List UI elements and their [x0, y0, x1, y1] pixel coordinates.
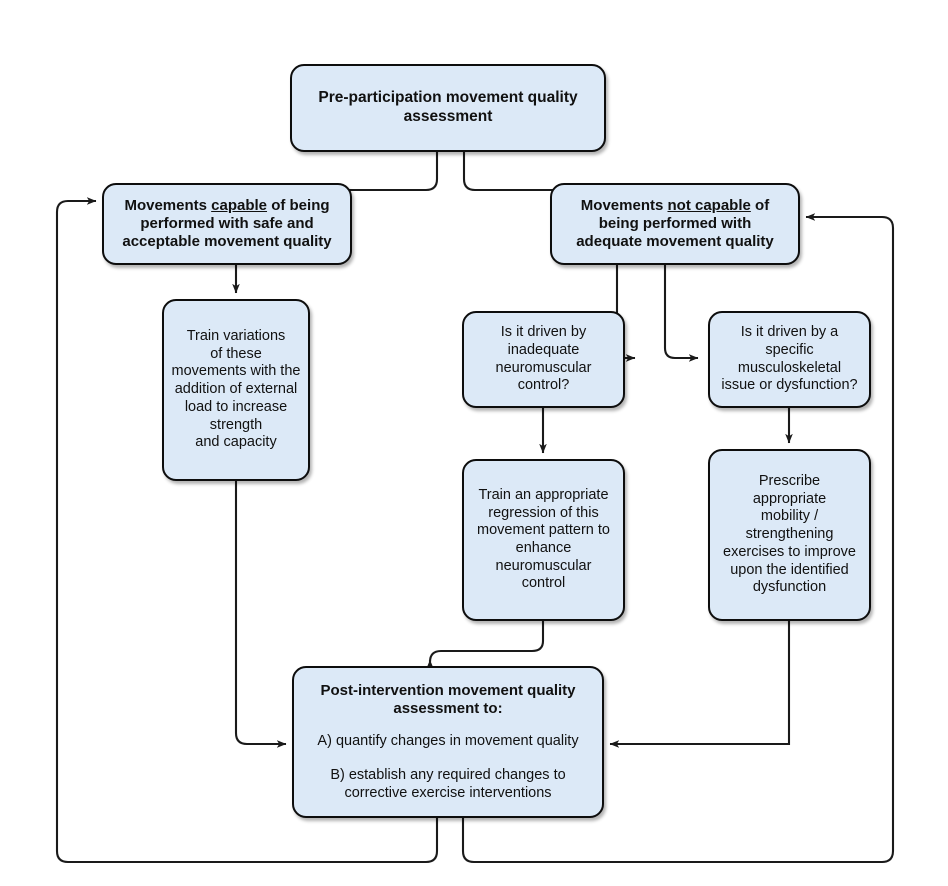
capable-prefix: Movements: [124, 196, 212, 214]
node-pre-participation-label: Pre-participation movement quality asses…: [318, 89, 578, 125]
node-question-neuromuscular-label: Is it driven by inadequate neuromuscular…: [495, 324, 592, 394]
node-movements-not-capable-label: Movements not capable of being performed…: [552, 197, 798, 252]
node-prescribe-mobility[interactable]: Prescribe appropriate mobility / strengt…: [708, 449, 871, 621]
edge-prescribe-to-post: [609, 621, 791, 748]
post-intervention-item-b: B) establish any required changes to cor…: [330, 766, 566, 801]
node-train-regression-label: Train an appropriate regression of this …: [477, 486, 610, 592]
node-movements-capable[interactable]: Movements capable of being performed wit…: [102, 183, 352, 265]
node-pre-participation-assessment[interactable]: Pre-participation movement quality asses…: [290, 64, 606, 152]
edge-train-variations-to-post: [234, 481, 287, 748]
node-question-musculoskeletal-issue[interactable]: Is it driven by a specific musculoskelet…: [708, 311, 871, 408]
not-capable-prefix: Movements: [580, 196, 668, 214]
node-movements-not-capable[interactable]: Movements not capable of being performed…: [550, 183, 800, 265]
post-intervention-heading: Post-intervention movement quality asses…: [320, 681, 576, 717]
node-train-regression[interactable]: Train an appropriate regression of this …: [462, 459, 625, 621]
node-prescribe-mobility-label: Prescribe appropriate mobility / strengt…: [723, 473, 856, 596]
node-train-variations[interactable]: Train variations of these movements with…: [162, 299, 310, 481]
node-post-intervention-assessment[interactable]: Post-intervention movement quality asses…: [292, 666, 604, 818]
node-train-variations-label: Train variations of these movements with…: [171, 328, 301, 451]
edge-not-capable-to-q-musculoskeletal: [663, 265, 699, 362]
node-question-neuromuscular-control[interactable]: Is it driven by inadequate neuromuscular…: [462, 311, 625, 408]
post-intervention-item-a: A) quantify changes in movement quality: [317, 733, 579, 750]
edge-train-regression-to-post: [426, 621, 545, 670]
capable-underlined: capable: [211, 196, 268, 214]
not-capable-underlined: not capable: [667, 196, 751, 214]
node-movements-capable-label: Movements capable of being performed wit…: [104, 197, 350, 252]
node-question-musculoskeletal-label: Is it driven by a specific musculoskelet…: [721, 324, 858, 394]
